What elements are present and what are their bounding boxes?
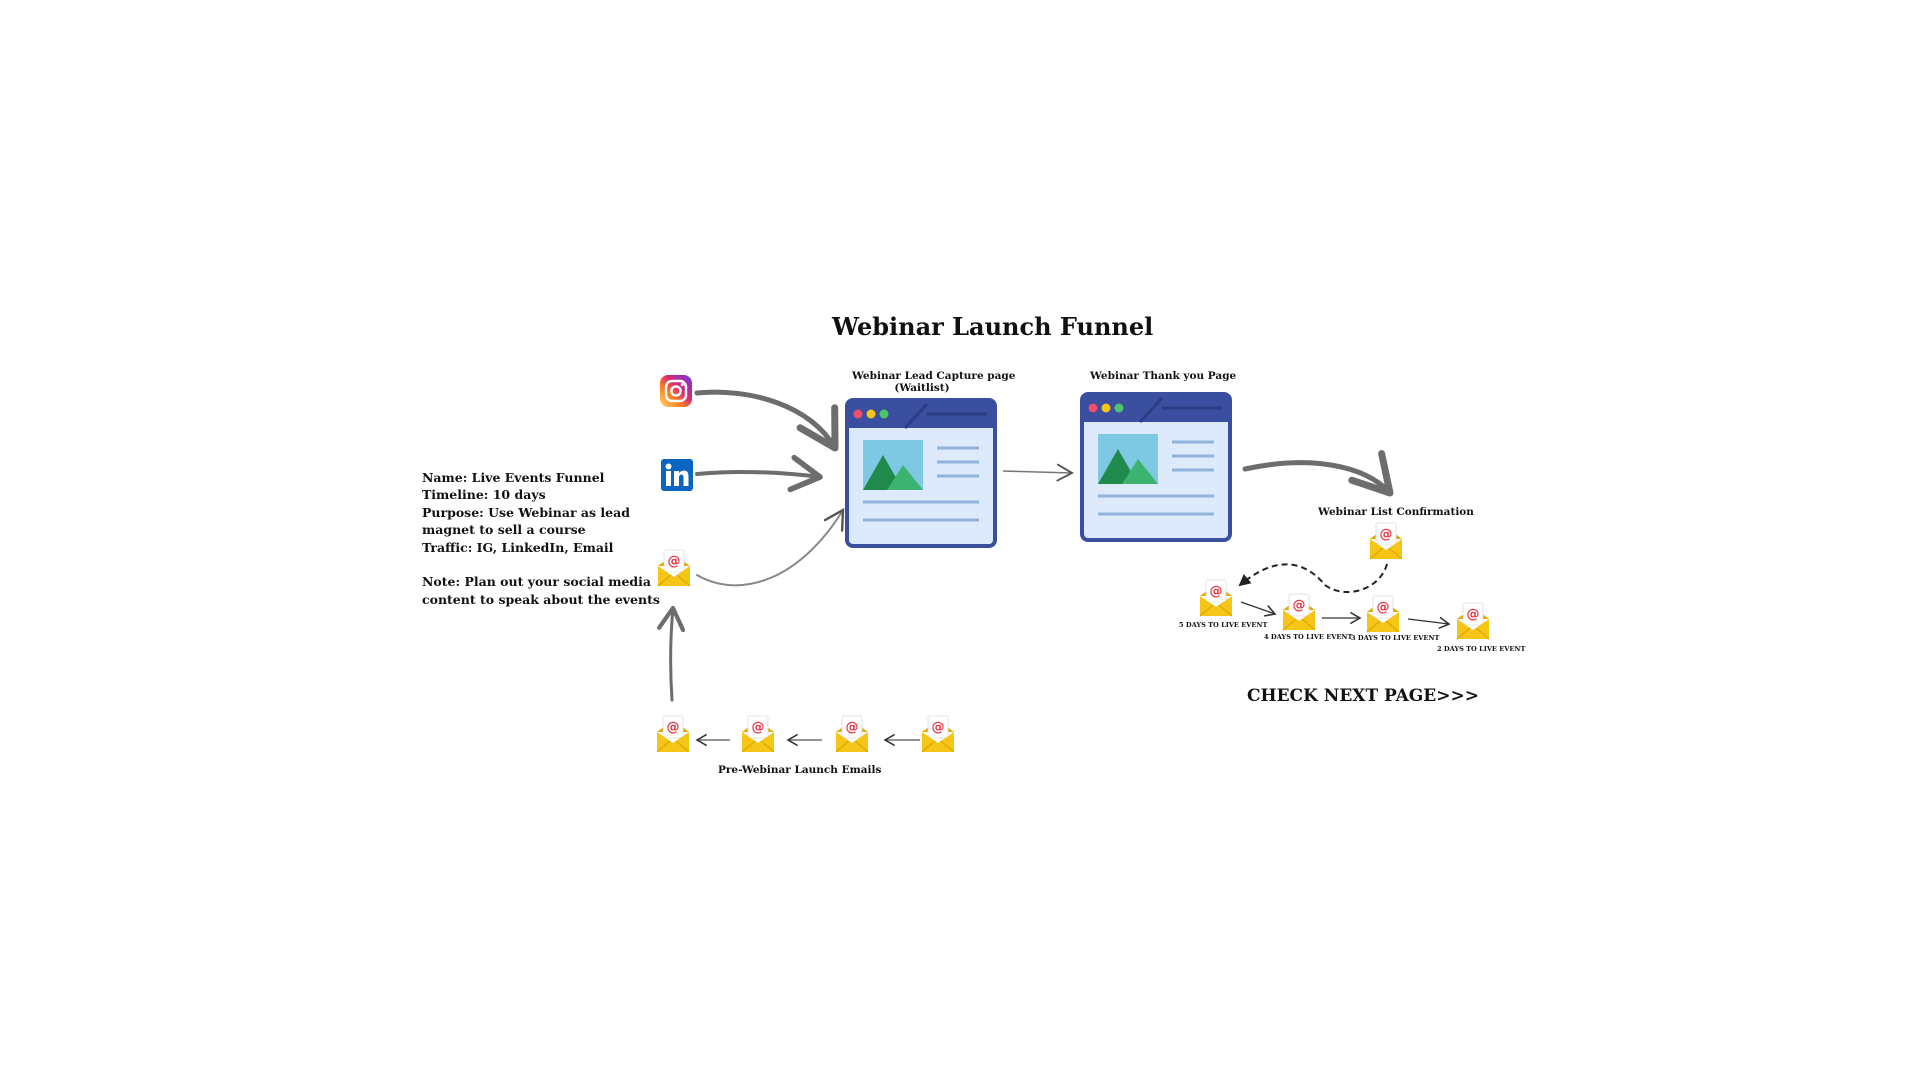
confirmation-label: Webinar List Confirmation	[1318, 506, 1474, 518]
dashed-arrow-confirmation-to-countdown	[1238, 563, 1388, 593]
arrow-thankyou-to-confirmation	[1242, 450, 1394, 497]
confirmation-email-icon	[1366, 521, 1406, 563]
pre-launch-emails-label: Pre-Webinar Launch Emails	[718, 764, 882, 776]
info-purpose-line-2: magnet to sell a course	[422, 522, 586, 538]
countdown-label-4: 4 DAYS TO LIVE EVENT	[1264, 633, 1353, 641]
page-title: Webinar Launch Funnel	[832, 312, 1154, 341]
arrow-5-to-4	[1240, 601, 1277, 617]
info-timeline: Timeline: 10 days	[422, 487, 546, 503]
countdown-label-2: 2 DAYS TO LIVE EVENT	[1437, 645, 1526, 653]
arrow-3-to-2	[1407, 616, 1451, 629]
linkedin-icon	[661, 459, 693, 491]
instagram-icon	[660, 375, 692, 407]
email-source-icon	[654, 548, 694, 590]
info-traffic: Traffic: IG, LinkedIn, Email	[422, 539, 614, 555]
lead-capture-label-line-1: Webinar Lead Capture page	[852, 370, 1016, 382]
pre-launch-email-icon-4	[918, 714, 958, 756]
countdown-email-icon-4	[1279, 592, 1319, 634]
lead-capture-label-line-2: (Waitlist)	[894, 382, 950, 394]
info-name: Name: Live Events Funnel	[422, 470, 605, 485]
lead-capture-label: Webinar Lead Capture page (Waitlist)	[852, 370, 1016, 394]
pre-launch-email-icon-2	[738, 714, 778, 756]
check-next-page-link[interactable]: CHECK NEXT PAGE>>>	[1247, 686, 1479, 706]
countdown-email-icon-2	[1453, 601, 1493, 643]
countdown-label-3: 3 DAYS TO LIVE EVENT	[1351, 634, 1440, 642]
lead-capture-page-illustration	[845, 398, 997, 548]
info-note-line-2: content to speak about the events	[422, 591, 660, 607]
countdown-email-icon-5	[1196, 578, 1236, 620]
info-note-line-1: Note: Plan out your social media	[422, 574, 652, 590]
thank-you-page-illustration	[1080, 392, 1232, 542]
arrow-email-to-lead	[696, 507, 845, 587]
info-purpose-line-1: Purpose: Use Webinar as lead	[422, 504, 630, 520]
funnel-info-block: Name: Live Events Funnel Timeline: 10 da…	[422, 469, 660, 608]
pre-launch-email-icon-1	[653, 714, 693, 756]
countdown-label-5: 5 DAYS TO LIVE EVENT	[1179, 621, 1268, 629]
countdown-email-icon-3	[1363, 594, 1403, 636]
pre-launch-email-icon-3	[832, 714, 872, 756]
info-spacer	[422, 556, 660, 573]
arrow-linkedin-to-lead	[695, 454, 823, 493]
thank-you-label: Webinar Thank you Page	[1090, 370, 1237, 382]
arrow-instagram-to-lead	[694, 389, 839, 452]
arrow-lead-to-thankyou	[1002, 463, 1074, 482]
arrow-prelaunch-to-email-source	[656, 605, 686, 702]
